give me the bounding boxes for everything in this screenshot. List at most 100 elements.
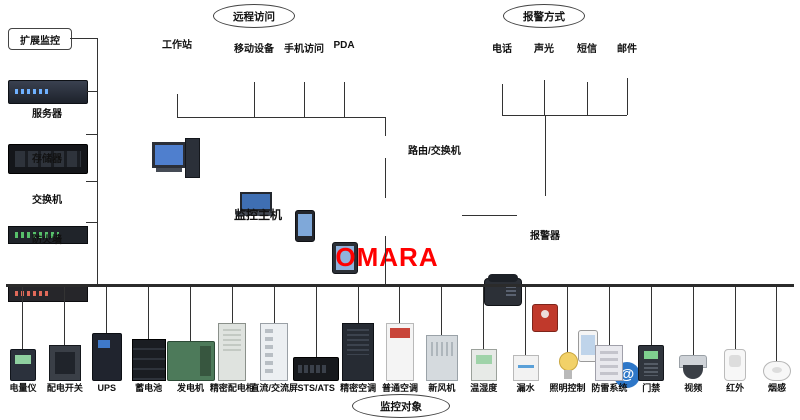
connector-line <box>544 80 545 115</box>
server-icon <box>8 80 88 104</box>
pda-label: PDA <box>333 40 355 51</box>
storage-label: 存储器 <box>32 154 62 165</box>
connector-line <box>545 115 546 196</box>
device-label: 照明控制 <box>549 383 586 393</box>
server-label: 服务器 <box>32 109 62 120</box>
fresh-air-unit-icon <box>425 335 458 381</box>
video-camera-icon <box>679 355 708 381</box>
pda-icon <box>332 242 358 274</box>
storage-icon <box>8 144 88 174</box>
distribution-switch-icon <box>48 345 81 381</box>
generator-icon <box>166 341 215 381</box>
device-label: 烟感 <box>767 383 786 393</box>
remote-access-oval: 远程访问 <box>213 4 295 28</box>
rail-item: STS/ATS <box>293 287 340 395</box>
rail-item: 红外 <box>714 287 756 395</box>
rail-item: 电量仪 <box>2 287 44 395</box>
connector-line <box>502 84 503 115</box>
ups-icon <box>91 333 122 381</box>
smartphone-icon <box>295 210 315 242</box>
laptop-icon <box>236 192 272 216</box>
rail-item: 发电机 <box>166 287 215 395</box>
rail-item: 视频 <box>672 287 714 395</box>
device-label: STS/ATS <box>297 383 335 393</box>
phone-access-label: 手机访问 <box>284 44 324 55</box>
connector-line <box>385 158 386 198</box>
firewall-label: 防火墙 <box>32 235 62 246</box>
switch-label: 交换机 <box>32 195 62 206</box>
device-label: 防雷系统 <box>591 383 628 393</box>
device-label: 新风机 <box>428 383 456 393</box>
connector-line <box>627 78 628 115</box>
connector-line <box>177 117 385 118</box>
temp-humidity-sensor-icon <box>470 349 497 381</box>
switch-icon <box>8 226 88 244</box>
power-meter-icon <box>9 349 36 381</box>
rail-item: 配电开关 <box>44 287 86 395</box>
device-label: 精密空调 <box>340 383 377 393</box>
rail-item: UPS <box>86 287 128 395</box>
connector-line <box>304 82 305 117</box>
router-label: 路由/交换机 <box>408 146 461 157</box>
rail-item: 直流/交流屏 <box>251 287 298 395</box>
alarm-device-label: 报警器 <box>530 231 560 242</box>
connector-line <box>344 82 345 117</box>
device-label: UPS <box>97 383 116 393</box>
email-label: 邮件 <box>617 44 637 55</box>
sound-light-alarm-icon <box>532 304 558 332</box>
connector-line <box>462 215 517 216</box>
rail-item: 新风机 <box>421 287 463 395</box>
infrared-sensor-icon <box>724 349 747 381</box>
rail-item: 精密空调 <box>337 287 379 395</box>
connector-line <box>385 236 386 284</box>
water-leak-sensor-icon <box>512 355 539 381</box>
smoke-detector-icon <box>762 361 791 381</box>
battery-icon <box>131 339 166 381</box>
workstation-label: 工作站 <box>162 40 192 51</box>
sound-light-label: 声光 <box>534 44 554 55</box>
sts-ats-icon <box>293 357 340 381</box>
connector-line <box>385 117 386 136</box>
device-label: 精密配电柜 <box>209 383 255 393</box>
dc-ac-panel-icon <box>260 323 289 381</box>
connector-line <box>86 181 97 182</box>
connector-line <box>86 222 97 223</box>
lightning-protection-icon <box>595 345 624 381</box>
telephone-label: 电话 <box>492 44 512 55</box>
monitoring-host-label: 监控主机 <box>233 208 282 222</box>
device-label: 蓄电池 <box>135 383 163 393</box>
device-label: 红外 <box>726 383 745 393</box>
connector-line <box>97 38 98 285</box>
workstation-icon <box>152 136 202 182</box>
rail-item: 烟感 <box>756 287 798 395</box>
connector-line <box>502 115 627 116</box>
device-label: 温湿度 <box>470 383 498 393</box>
device-label: 配电开关 <box>46 383 83 393</box>
precision-distribution-cabinet-icon <box>218 323 247 381</box>
device-label: 门禁 <box>642 383 661 393</box>
rail-item: 精密配电柜 <box>209 287 255 395</box>
sms-label: 短信 <box>577 44 597 55</box>
rail-item: 蓄电池 <box>128 287 170 395</box>
rail-item: 温湿度 <box>463 287 505 395</box>
connector-line <box>587 82 588 115</box>
main-bus-line <box>6 284 794 287</box>
connector-line <box>86 91 97 92</box>
device-label: 直流/交流屏 <box>250 383 299 393</box>
monitoring-objects-oval: 监控对象 <box>352 394 450 418</box>
rail-item: 漏水 <box>505 287 547 395</box>
lighting-control-icon <box>558 352 578 381</box>
rail-item: 普通空调 <box>379 287 421 395</box>
connector-line <box>254 82 255 117</box>
device-label: 普通空调 <box>381 383 418 393</box>
device-label: 电量仪 <box>9 383 37 393</box>
extended-monitoring-tag: 扩展监控 <box>8 28 72 50</box>
rail-item: 防雷系统 <box>588 287 630 395</box>
precision-ac-icon <box>342 323 375 381</box>
rail-item: 照明控制 <box>547 287 589 395</box>
access-control-icon <box>638 345 665 381</box>
telephone-icon <box>484 274 522 306</box>
device-label: 漏水 <box>516 383 535 393</box>
connector-line <box>86 134 97 135</box>
